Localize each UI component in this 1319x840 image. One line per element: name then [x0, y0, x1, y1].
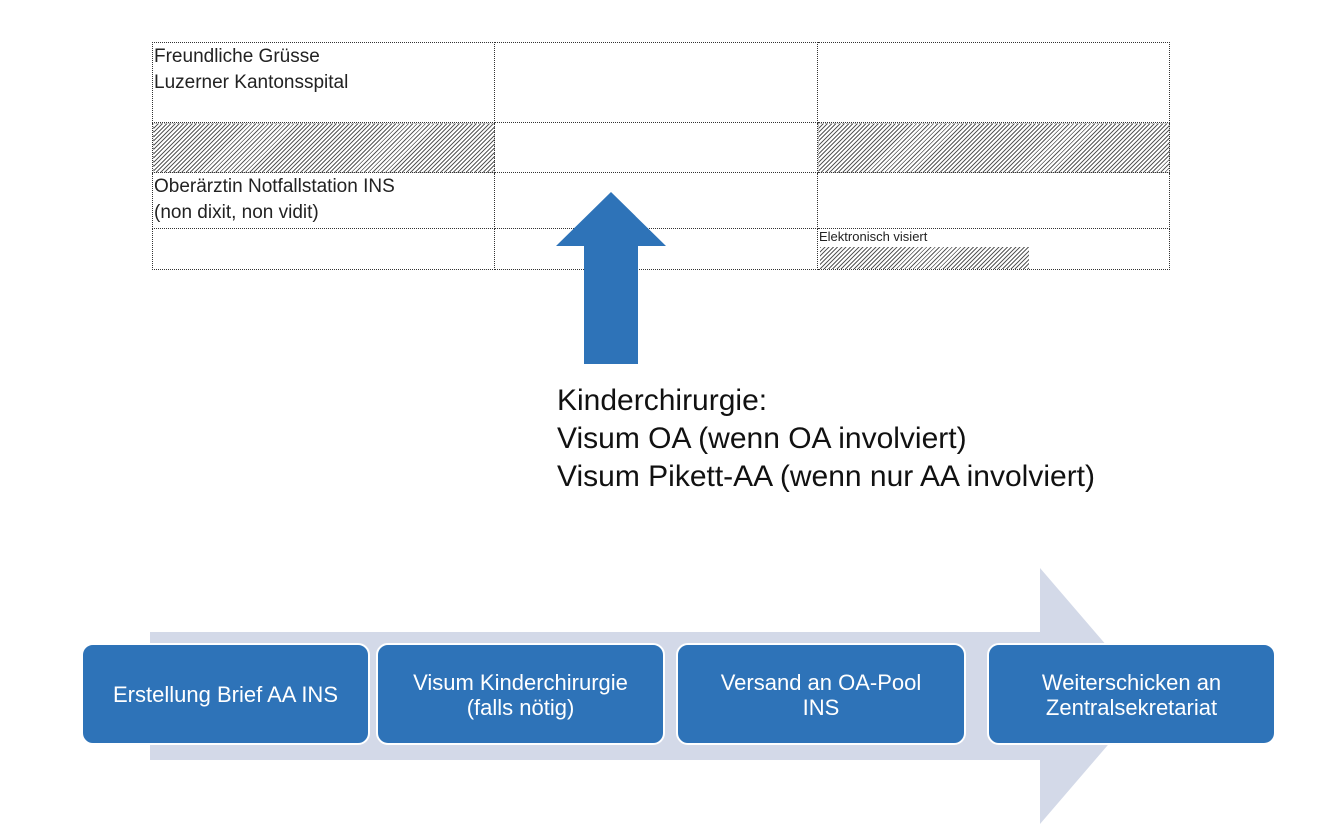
redacted-signature-cell — [152, 122, 495, 173]
process-step-label: Versand an OA-Pool INS — [720, 670, 922, 720]
process-step-label: Visum Kinderchirurgie (falls nötig) — [413, 670, 628, 720]
process-step-send-oa-pool: Versand an OA-Pool INS — [676, 643, 966, 745]
redacted-signature-cell — [817, 122, 1170, 173]
process-step-forward-central-secretariat: Weiterschicken an Zentralsekretariat — [987, 643, 1276, 745]
empty-cell — [494, 228, 818, 270]
process-step-label: Erstellung Brief AA INS — [113, 681, 338, 707]
process-step-label: Weiterschicken an Zentralsekretariat — [1041, 670, 1222, 720]
kinderchirurgie-note: Kinderchirurgie: Visum OA (wenn OA invol… — [557, 382, 1095, 496]
process-step-visa-pediatric-surgery: Visum Kinderchirurgie (falls nötig) — [376, 643, 665, 745]
greeting-cell: Freundliche Grüsse Luzerner Kantonsspita… — [152, 42, 495, 123]
empty-cell — [152, 228, 495, 270]
greeting-line-2: Luzerner Kantonsspital — [154, 72, 349, 93]
empty-cell — [817, 172, 1170, 229]
note-line-1: Visum OA (wenn OA involviert) — [557, 422, 967, 455]
empty-cell — [494, 42, 818, 123]
empty-cell — [494, 122, 818, 173]
empty-cell — [817, 42, 1170, 123]
signer-role-line-2: (non dixit, non vidit) — [154, 202, 319, 223]
up-arrow-icon — [556, 192, 666, 364]
note-heading: Kinderchirurgie: — [557, 384, 768, 417]
empty-cell — [494, 172, 818, 229]
greeting-line-1: Freundliche Grüsse — [154, 46, 320, 67]
signature-table: Freundliche Grüsse Luzerner Kantonsspita… — [152, 42, 1170, 270]
signer-role-line-1: Oberärztin Notfallstation INS — [154, 176, 395, 197]
signer-role-cell: Oberärztin Notfallstation INS (non dixit… — [152, 172, 495, 229]
redacted-name — [820, 247, 1029, 269]
note-line-2: Visum Pikett-AA (wenn nur AA involviert) — [557, 460, 1096, 493]
electronic-visa-label: Elektronisch visiert — [819, 229, 928, 244]
process-step-create-letter: Erstellung Brief AA INS — [81, 643, 370, 745]
